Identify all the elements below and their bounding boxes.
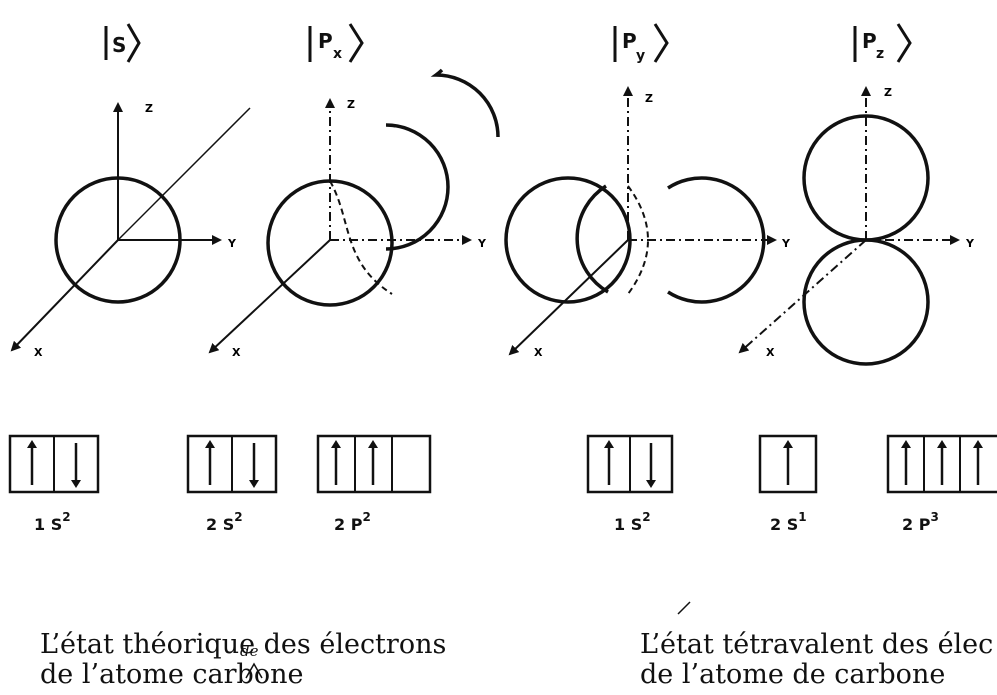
label-2p-tetravalent: 2 P3 <box>902 510 939 534</box>
x-axis <box>510 240 628 354</box>
px-lobe-back <box>386 125 448 249</box>
label-1s-theoretical: 1 S2 <box>34 510 71 534</box>
svg-text:Y: Y <box>965 237 975 250</box>
box-2p-tetravalent <box>888 436 997 492</box>
svg-text:X: X <box>34 346 43 359</box>
ket-pz: P z <box>855 24 910 62</box>
svg-text:z: z <box>876 46 884 62</box>
svg-text:X: X <box>534 346 543 359</box>
ket-s: S <box>106 24 139 62</box>
py-lobe-left <box>506 178 630 302</box>
svg-text:P: P <box>622 29 637 53</box>
diagonal-line <box>118 108 250 240</box>
label-1s-tetravalent: 1 S2 <box>614 510 651 534</box>
box-2s-theoretical <box>188 436 276 492</box>
svg-text:Z: Z <box>884 86 892 99</box>
caption-right-line1: L’état tétravalent des élec <box>640 628 993 662</box>
handwritten-accent-mark <box>678 602 690 614</box>
svg-text:P: P <box>862 29 877 53</box>
orbital-px: Z Y X <box>210 70 498 359</box>
svg-text:Z: Z <box>145 102 153 115</box>
orbital-py: Z Y X <box>506 88 791 359</box>
orbital-s: Z Y X <box>12 102 250 359</box>
svg-text:y: y <box>636 48 645 64</box>
label-2s-theoretical: 2 S2 <box>206 510 243 534</box>
caption-left-line1: L’état théorique des électrons <box>40 628 446 662</box>
svg-text:Y: Y <box>477 237 487 250</box>
caption-right-line2: de l’atome de carbone <box>640 658 945 692</box>
ket-px: P x <box>310 24 362 62</box>
label-2s-tetravalent: 2 S1 <box>770 510 807 534</box>
svg-text:Y: Y <box>227 237 237 250</box>
box-1s-tetravalent <box>588 436 672 492</box>
x-axis <box>12 240 118 350</box>
pz-lobe-top <box>804 116 928 240</box>
orbital-pz: Z Y X <box>740 86 975 364</box>
pz-lobe-bottom <box>804 240 928 364</box>
box-1s-theoretical <box>10 436 98 492</box>
svg-text:S: S <box>112 33 126 57</box>
box-2p-theoretical <box>318 436 430 492</box>
svg-text:Y: Y <box>781 237 791 250</box>
box-2s-tetravalent <box>760 436 816 492</box>
svg-text:X: X <box>232 346 241 359</box>
svg-text:Z: Z <box>347 98 355 111</box>
svg-text:x: x <box>333 46 342 62</box>
caption-left-line2: de l’atome carbone <box>40 658 303 692</box>
ket-py: P y <box>615 24 667 64</box>
svg-text:X: X <box>766 346 775 359</box>
svg-text:Z: Z <box>645 92 653 105</box>
label-2p-theoretical: 2 P2 <box>334 510 371 534</box>
svg-text:P: P <box>318 29 333 53</box>
